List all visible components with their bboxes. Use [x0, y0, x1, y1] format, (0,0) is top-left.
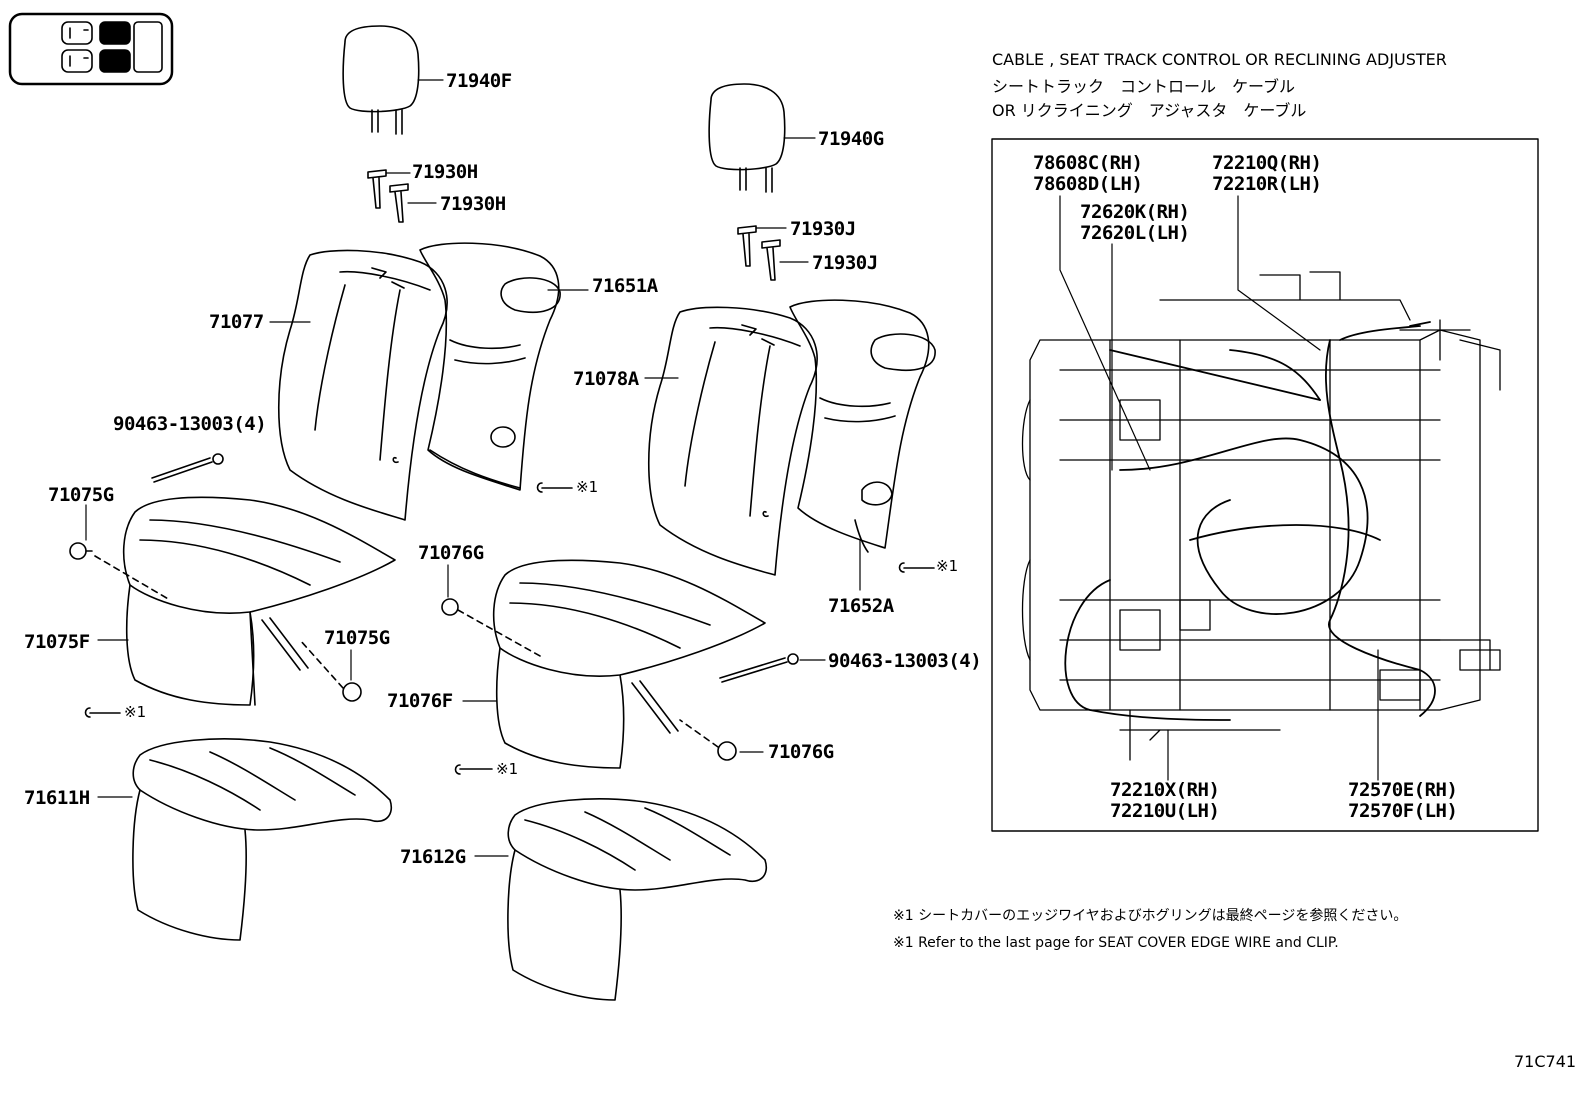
hog-ring-symbols: [86, 483, 935, 774]
fastener-90463-a-shape: [152, 454, 223, 482]
label-71075g-left: 71075G: [48, 484, 114, 506]
label-90463-13003-right: 90463-13003(4): [828, 650, 982, 672]
headrest-71940f-shape: [343, 26, 419, 134]
label-71940g: 71940G: [818, 128, 884, 150]
label-72570f: 72570F(LH): [1348, 800, 1458, 822]
label-71651a: 71651A: [592, 275, 658, 297]
label-71930h-upper: 71930H: [412, 161, 478, 183]
label-71075g-right: 71075G: [324, 627, 390, 649]
label-72210r: 72210R(LH): [1212, 173, 1322, 195]
cushion-pad-71611h-shape: [133, 739, 391, 940]
label-71077: 71077: [209, 311, 264, 333]
label-72620l: 72620L(LH): [1080, 222, 1190, 244]
label-71940f: 71940F: [446, 70, 512, 92]
footnote-en: ※1 Refer to the last page for SEAT COVER…: [893, 935, 1339, 951]
label-72620k: 72620K(RH): [1080, 201, 1190, 223]
seat-location-icon: [10, 14, 172, 84]
label-72570e: 72570E(RH): [1348, 779, 1458, 801]
seatback-pad-71651a-shape: [420, 243, 560, 490]
inset-header-en: CABLE , SEAT TRACK CONTROL OR RECLINING …: [992, 50, 1447, 69]
label-71076f: 71076F: [387, 690, 453, 712]
label-71612g: 71612G: [400, 846, 466, 868]
leader-lines: [86, 80, 860, 856]
cushion-pad-71612g-shape: [508, 799, 766, 1000]
label-71930h-lower: 71930H: [440, 193, 506, 215]
label-72210q: 72210Q(RH): [1212, 152, 1322, 174]
label-71611h: 71611H: [24, 787, 90, 809]
cables-shape: [1065, 322, 1435, 720]
seatback-cover-71077-shape: [279, 250, 447, 520]
inset-leader-lines: [1060, 196, 1378, 780]
label-72210u: 72210U(LH): [1110, 800, 1220, 822]
label-72210x: 72210X(RH): [1110, 779, 1220, 801]
inset-frame: [992, 139, 1538, 831]
screws-71930j-shape: [738, 226, 780, 280]
label-90463-13003-left: 90463-13003(4): [113, 413, 267, 435]
label-71930j-upper: 71930J: [790, 218, 856, 240]
seatback-pad-71652a-shape: [790, 300, 935, 552]
label-71652a: 71652A: [828, 595, 894, 617]
label-71930j-lower: 71930J: [812, 252, 878, 274]
ref-mark-4: ※1: [496, 760, 519, 778]
label-78608d: 78608D(LH): [1033, 173, 1143, 195]
inset-header-jp1: シートトラック コントロール ケーブル: [992, 77, 1296, 96]
inset-header-jp2: OR リクライニング アジャスタ ケーブル: [992, 101, 1307, 120]
ref-mark-3: ※1: [124, 703, 147, 721]
ref-mark-2: ※1: [936, 557, 959, 575]
label-78608c: 78608C(RH): [1033, 152, 1143, 174]
screws-71930h-shape: [368, 170, 408, 222]
label-71076g-lower: 71076G: [768, 741, 834, 763]
headrest-71940g-shape: [709, 84, 785, 192]
label-71076g-upper: 71076G: [418, 542, 484, 564]
label-71078a: 71078A: [573, 368, 639, 390]
fastener-90463-b-shape: [720, 654, 798, 682]
label-71075f: 71075F: [24, 631, 90, 653]
ref-mark-1: ※1: [576, 478, 599, 496]
seatback-cover-71078a-shape: [649, 307, 817, 575]
cushion-cover-71075f-shape: [124, 497, 395, 705]
seat-frame-shape: [1023, 272, 1501, 760]
diagram-code: 71C741: [1514, 1052, 1577, 1071]
cushion-cover-71076f-shape: [494, 560, 765, 768]
footnote-jp: ※1 シートカバーのエッジワイヤおよびホグリングは最終ページを参照ください。: [893, 908, 1408, 924]
clips-shape: [70, 543, 736, 760]
